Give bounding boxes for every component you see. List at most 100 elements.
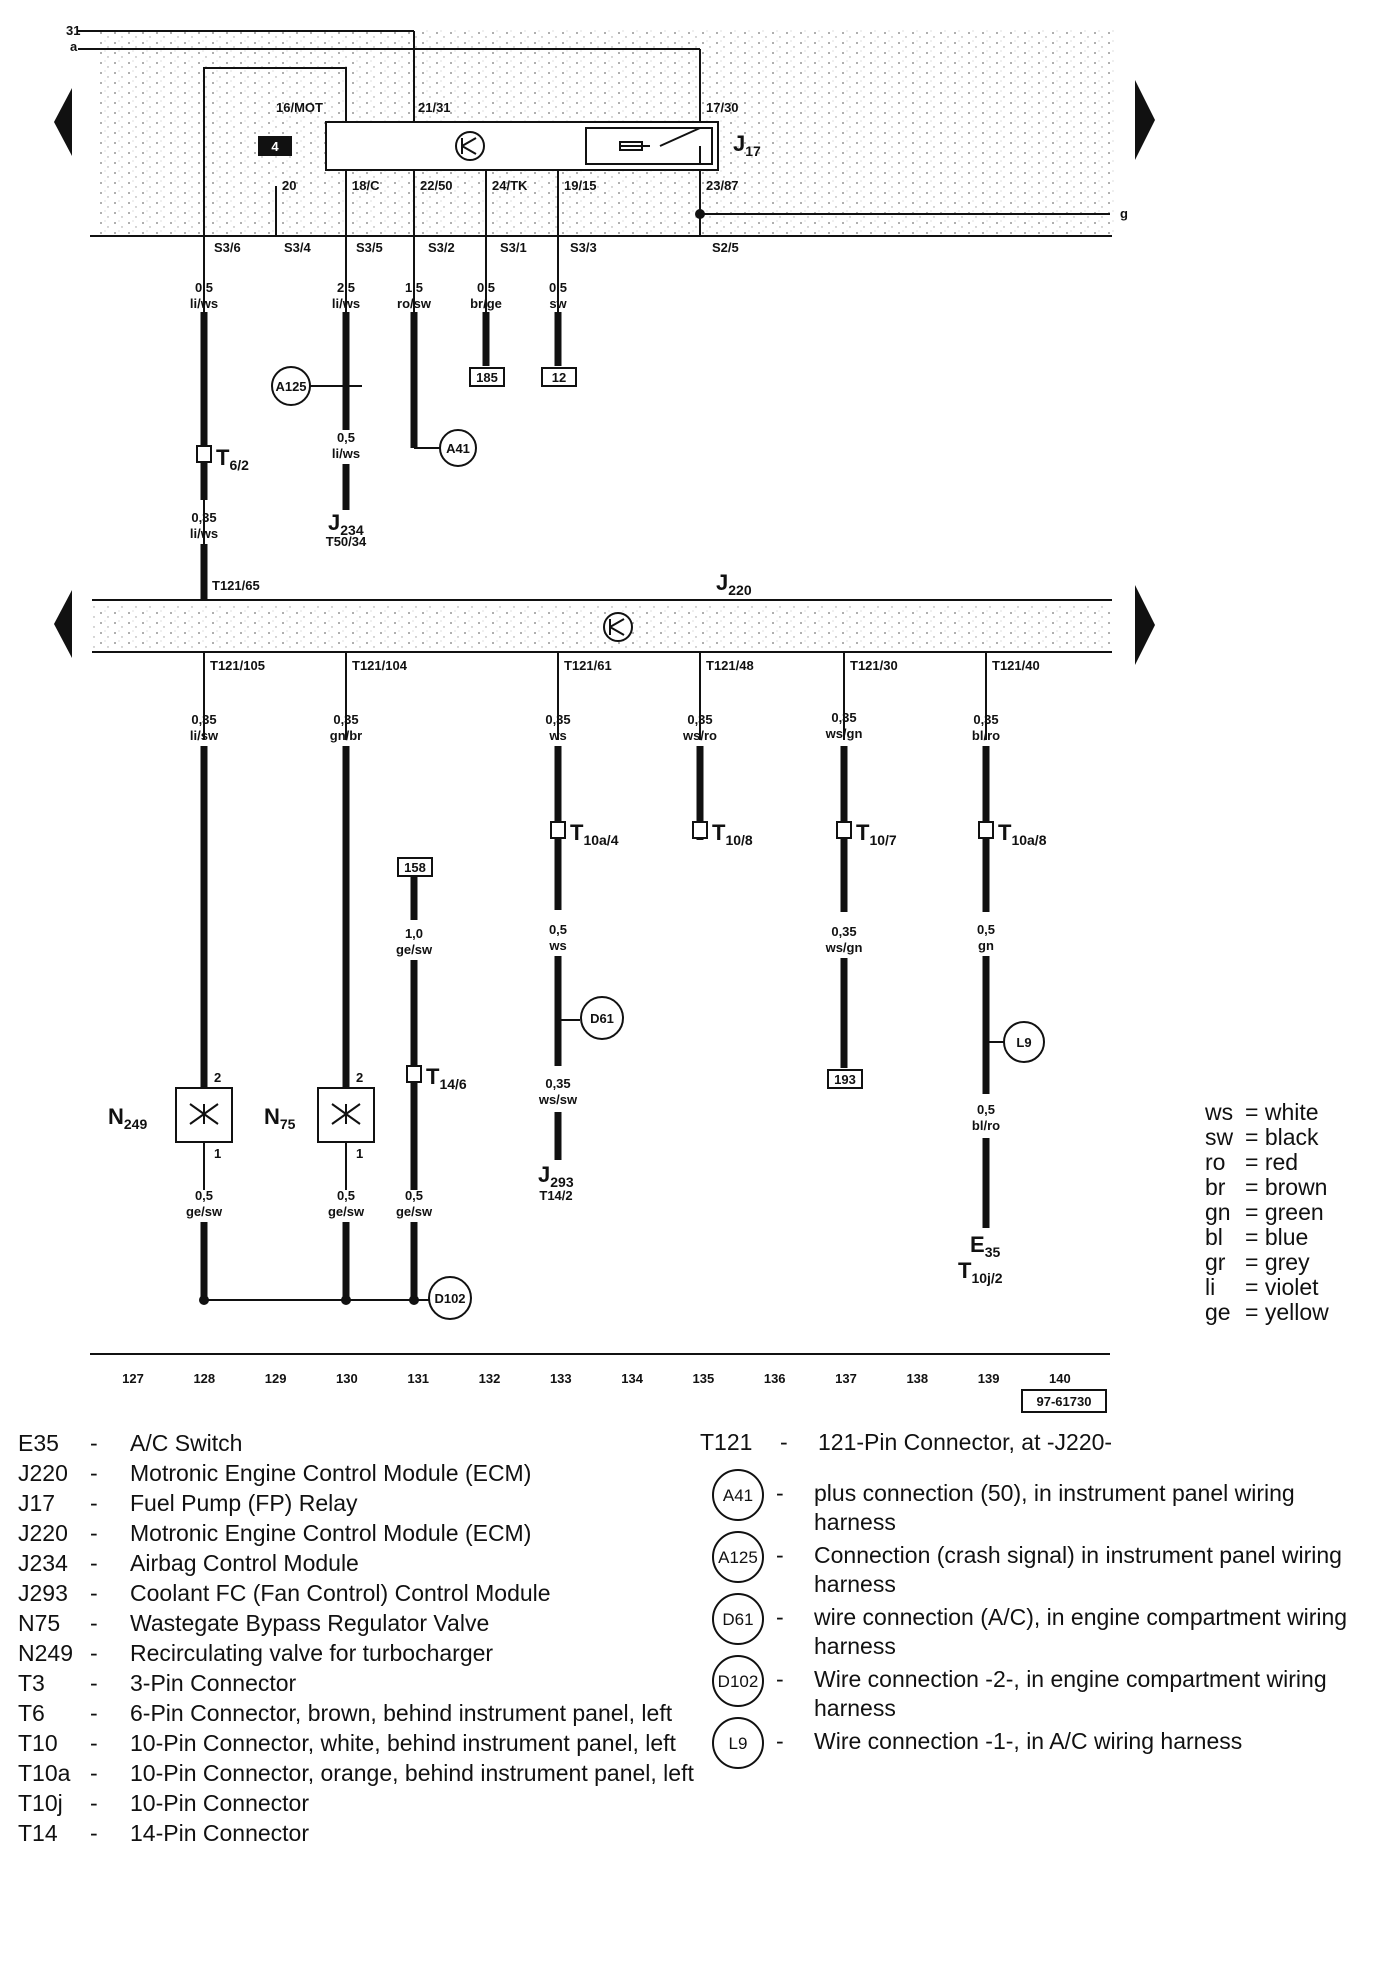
legend-color-name: green	[1264, 1199, 1324, 1225]
pin-19-label: 19/15	[564, 178, 597, 193]
definition-dash: -	[90, 1490, 98, 1516]
connector-t10a4: T10a/4	[570, 820, 619, 848]
wire-j234-color: li/ws	[332, 446, 360, 461]
definition-desc: 3-Pin Connector	[130, 1670, 297, 1696]
pin-23-label: 23/87	[706, 178, 739, 193]
circle-l9: L9	[1016, 1035, 1031, 1050]
wire-105-size: 0,35	[191, 712, 216, 727]
wire-s3-2-color: ro/sw	[397, 296, 432, 311]
component-e35: E35	[970, 1232, 1000, 1260]
definition-desc: Wastegate Bypass Regulator Valve	[130, 1610, 490, 1636]
ecm-name: J220	[716, 570, 752, 598]
prev-page-arrow-mid[interactable]	[54, 590, 72, 658]
rail-g-label: g	[1120, 206, 1128, 221]
ref-193: 193	[834, 1072, 856, 1087]
definition-code: T14	[18, 1820, 58, 1846]
definition-row: J220-Motronic Engine Control Module (ECM…	[18, 1518, 698, 1548]
definition-code: E35	[18, 1430, 59, 1456]
connection-dash: -	[776, 1666, 784, 1692]
definition-code: J293	[18, 1580, 68, 1606]
legend-code: sw	[1205, 1124, 1234, 1150]
connection-def-row: T121-121-Pin Connector, at -J220-	[700, 1428, 1380, 1457]
next-page-arrow-mid[interactable]	[1135, 585, 1155, 665]
component-j293-pin: T14/2	[539, 1188, 572, 1203]
component-n75: N75	[264, 1104, 296, 1132]
definition-code: J17	[18, 1490, 56, 1516]
legend-row: gn= green	[1205, 1199, 1324, 1225]
relay-name: J17	[733, 131, 761, 159]
relay-box-number-bg	[258, 136, 292, 156]
relay-transistor-symbol	[455, 131, 485, 161]
pin-20-label: 20	[282, 178, 296, 193]
legend-row: gr= grey	[1205, 1249, 1310, 1275]
definition-row: T6-6-Pin Connector, brown, behind instru…	[18, 1698, 698, 1728]
connection-dash: -	[776, 1604, 784, 1630]
wire-n75-size: 0,5	[337, 1188, 355, 1203]
rail-31-label: 31	[66, 23, 80, 38]
wire-158-color: ge/sw	[396, 942, 433, 957]
legend-row: ws= white	[1205, 1099, 1319, 1125]
legend-color-name: yellow	[1264, 1299, 1329, 1325]
wire-48-color: ws/ro	[682, 728, 717, 743]
track-number: 127	[122, 1371, 144, 1386]
drawing-id-box	[1021, 1389, 1107, 1413]
track-number: 129	[265, 1371, 287, 1386]
connection-desc: Connection (crash signal) in instrument …	[814, 1542, 1342, 1597]
connection-symbol: A41	[700, 1469, 776, 1521]
definition-desc: Airbag Control Module	[130, 1550, 359, 1576]
legend-color-name: red	[1264, 1149, 1299, 1175]
circle-a125-ring	[271, 366, 311, 406]
next-page-arrow-top[interactable]	[1135, 80, 1155, 160]
definition-desc: Motronic Engine Control Module (ECM)	[130, 1520, 532, 1546]
connection-circle: D61	[712, 1593, 764, 1645]
circle-d102-ring	[428, 1276, 472, 1320]
legend-row: li= violet	[1205, 1274, 1319, 1300]
legend-code: bl	[1205, 1224, 1223, 1250]
connector-t14: T14/6	[426, 1064, 467, 1092]
connection-desc: plus connection (50), in instrument pane…	[814, 1480, 1295, 1535]
wire-48-size: 0,35	[687, 712, 712, 727]
definition-desc: Fuel Pump (FP) Relay	[130, 1490, 358, 1516]
relay-box-number: 4	[271, 139, 279, 154]
track-number: 134	[621, 1371, 643, 1386]
wire-40-size: 0,35	[973, 712, 998, 727]
definition-desc: 10-Pin Connector, white, behind instrume…	[130, 1730, 676, 1756]
wire-40-color: bl/ro	[972, 728, 1000, 743]
fuse-s3-3: S3/3	[570, 240, 597, 255]
definition-dash: -	[90, 1730, 98, 1756]
connection-dash: -	[780, 1429, 788, 1455]
connection-circle: A41	[712, 1469, 764, 1521]
definition-code: T10	[18, 1730, 58, 1756]
junction-d102-a	[199, 1295, 209, 1305]
definition-desc: 6-Pin Connector, brown, behind instrumen…	[130, 1700, 673, 1726]
pin-21-label: 21/31	[418, 100, 451, 115]
track-number: 136	[764, 1371, 786, 1386]
fuse-s2-5: S2/5	[712, 240, 739, 255]
ecm-pin-48: T121/48	[706, 658, 754, 673]
wire-104-size: 0,35	[333, 712, 358, 727]
definition-row: T10a-10-Pin Connector, orange, behind in…	[18, 1758, 698, 1788]
prev-page-arrow-top[interactable]	[54, 88, 72, 156]
connection-dash: -	[776, 1728, 784, 1754]
track-number: 138	[906, 1371, 928, 1386]
wire-105-color: li/sw	[190, 728, 219, 743]
track-number: 133	[550, 1371, 572, 1386]
connection-def-row: L9-Wire connection -1-, in A/C wiring ha…	[700, 1717, 1380, 1769]
track-number: 130	[336, 1371, 358, 1386]
connection-circle: D102	[712, 1655, 764, 1707]
wire-d61-size: 0,35	[545, 1076, 570, 1091]
connection-symbol: D61	[700, 1593, 776, 1645]
wire-n75-color: ge/sw	[328, 1204, 365, 1219]
wire-104-color: gn/br	[330, 728, 363, 743]
legend-color-name: white	[1264, 1099, 1319, 1125]
definition-row: N75-Wastegate Bypass Regulator Valve	[18, 1608, 698, 1638]
wire-t10a8-size: 0,5	[977, 922, 995, 937]
connection-symbol: L9	[700, 1717, 776, 1769]
ref-158: 158	[404, 860, 426, 875]
definition-dash: -	[90, 1610, 98, 1636]
ecm-pin-65: T121/65	[212, 578, 260, 593]
legend-row: ro= red	[1205, 1149, 1299, 1175]
connection-def-row: A125-Connection (crash signal) in instru…	[700, 1531, 1380, 1599]
